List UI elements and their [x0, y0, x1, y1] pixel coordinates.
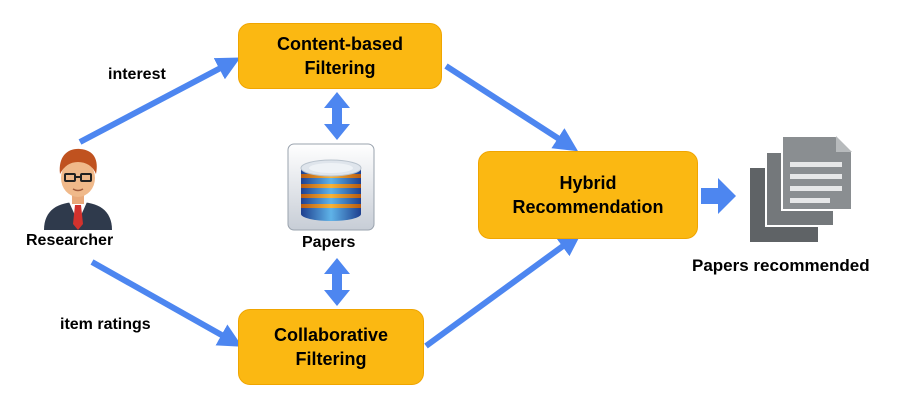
arrow-researcher-to-content	[78, 57, 241, 145]
arrow-researcher-to-collab	[90, 259, 243, 347]
papers-recommended-label: Papers recommended	[692, 256, 870, 275]
arrow-hybrid-to-output	[701, 178, 736, 214]
documents-icon	[750, 135, 853, 242]
papers-label: Papers	[302, 234, 356, 251]
hybrid-recommendation-box: Hybrid Recommendation	[478, 151, 698, 239]
double-arrow-papers-collab	[324, 258, 350, 306]
double-arrow-content-papers	[324, 92, 350, 140]
person-icon	[44, 148, 112, 230]
item-ratings-label: item ratings	[60, 316, 151, 333]
interest-label: interest	[108, 66, 166, 83]
arrow-content-to-hybrid	[444, 63, 579, 152]
arrow-collab-to-hybrid	[424, 232, 582, 349]
collaborative-filtering-box: Collaborative Filtering	[238, 309, 424, 385]
database-icon	[287, 143, 375, 231]
researcher-label: Researcher	[26, 232, 114, 249]
content-based-filtering-box: Content-based Filtering	[238, 23, 442, 89]
